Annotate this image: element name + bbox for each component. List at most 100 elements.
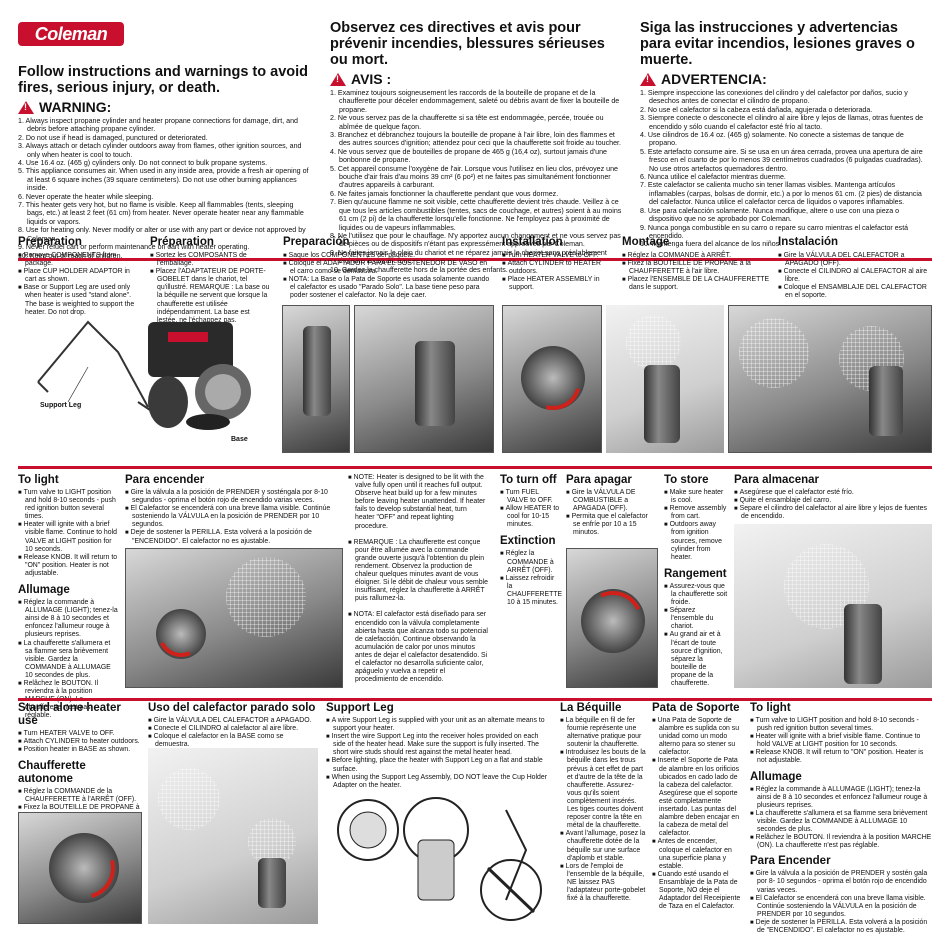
instruction-step: Remove COMPONENTS from package. (18, 252, 143, 268)
instruction-step: When using the Support Leg Assembly, DO … (326, 774, 552, 790)
instruction-step: NOTA: La Base o la Pata de Soporte es us… (283, 276, 493, 300)
leg-es: Pata de Soporte Una Pata de Soporte de a… (652, 702, 742, 911)
instruction-step: Attach CYLINDER to heater outdoors. (18, 738, 142, 746)
warning-item: 4. Ne vous servez que de bouteilles de p… (330, 147, 608, 165)
instruction-step: Deje de sostener la PERILLA. Esta volver… (125, 529, 340, 545)
warning-item: 8. Ne l'utilisez que pour le chauffage. … (330, 231, 621, 249)
instruction-step: Attach CYLINDER to HEATER outdoors. (502, 260, 614, 276)
instruction-step: La béquille en fil de fer fournie représ… (560, 717, 646, 749)
light-es: Para encender Gire la válvula a la posic… (125, 474, 340, 546)
warning-item: 7. This heater gets very hot, but no fla… (18, 201, 304, 226)
warning-item: 6. Nunca utilice el calefactor mientras … (640, 173, 786, 182)
warning-item: 3. Always attach or detach cylinder outd… (18, 142, 302, 159)
instruction-step: Una Pata de Soporte de alambre es suplid… (652, 717, 742, 757)
support-leg-drawing (337, 797, 542, 921)
warning-item: 7. Este calefactor se calienta mucho sin… (640, 181, 922, 207)
note-en: NOTE: Heater is designed to be lit with … (348, 474, 488, 531)
instruction-step: Réglez la COMMANDE à ARRÊT (OFF). (500, 550, 560, 574)
instruction-step: Asegúrese que el calefactor esté frío. (734, 489, 934, 497)
warning-item: 8. Use for heating only. Never modify or… (18, 226, 306, 243)
base-label: Base (231, 436, 248, 443)
warning-item: 1. Always inspect propane cylinder and h… (18, 117, 298, 134)
instruction-step: La chaufferette s'allumera et sa flamme … (750, 810, 934, 834)
note-es: NOTA: El calefactor está diseñado para s… (348, 611, 488, 684)
notes: NOTE: Heater is designed to be lit with … (348, 474, 488, 684)
instruction-step: Laissez refroidir la CHAUFFERETTE 10 à 1… (500, 575, 563, 607)
instruction-step: Place CUP HOLDER ADAPTOR in cart as show… (18, 268, 143, 284)
english-warning-title: Follow instructions and warnings to avoi… (18, 64, 309, 96)
warning-item: 5. Este artefacto consume aire. Si se us… (640, 147, 923, 173)
warning-item: 9. Nunca ponga combustible en su carro o… (640, 223, 909, 240)
instruction-step: Introduisez les bouts de la béquille dan… (560, 749, 646, 830)
instruction-step: Lors de l'emploi de l'ensemble de la béq… (560, 863, 646, 903)
coleman-logo: Coleman (18, 22, 124, 46)
section-divider (18, 698, 932, 701)
instruction-step: Antes de encender, coloque el calefactor… (652, 838, 742, 870)
instruction-step: Allow HEATER to cool for 10-15 minutes. (500, 505, 560, 529)
instruction-step: Turn HEATER VALVE to OFF. (502, 252, 614, 260)
stand-es: Uso del calefactor parado solo Gire la V… (148, 702, 318, 749)
instruction-step: Gire la VÁLVULA DE COMBUSTIBLE a APAGADA… (566, 489, 654, 513)
section-divider (18, 466, 932, 469)
install-en: Installation Turn HEATER VALVE to OFF.At… (502, 236, 614, 292)
instruction-step: Réglez la COMMANDE à ARRÊT. (622, 252, 772, 260)
stand-base-photo (148, 748, 318, 924)
instruction-step: Heater will ignite with a brief visible … (18, 521, 118, 553)
off-es: Para apagar Gire la VÁLVULA DE COMBUSTIB… (566, 474, 654, 538)
english-warning-header: WARNING: (18, 99, 310, 115)
warning-item: 2. No use el calefactor si la cabeza est… (640, 105, 873, 114)
light-photo (125, 548, 343, 688)
store-es: Para almacenar Asegúrese que el calefact… (734, 474, 934, 521)
warning-item: 2. Do not use if head is damaged, punctu… (18, 133, 208, 142)
french-warning-title: Observez ces directives et avis pour pré… (330, 20, 605, 68)
instruction-step: Réglez la commande à ALLUMAGE (LIGHT); t… (750, 786, 934, 810)
instruction-step: Assurez-vous que la chaufferette soit fr… (664, 583, 728, 607)
leg-fr: La Béquille La béquille en fil de fer fo… (560, 702, 646, 903)
off-en: To turn off Turn FUEL VALVE to OFF.Allow… (500, 474, 563, 607)
warning-triangle-icon (330, 72, 346, 86)
store-en: To store Make sure heater is cool.Remove… (664, 474, 728, 688)
store-photo (734, 524, 932, 688)
instruction-step: Coloque el ENSAMBLAJE DEL CALEFACTOR en … (778, 284, 932, 300)
instruction-step: Réglez la commande à ALLUMAGE (LIGHT); t… (18, 599, 118, 639)
instruction-step: Position heater in BASE as shown. (18, 746, 142, 754)
warning-item: 3. Branchez et débranchez toujours la bo… (330, 131, 621, 148)
support-leg-diagrams (326, 790, 552, 928)
warning-item: 6. Never operate the heater while sleepi… (18, 192, 154, 201)
instruction-step: Turn valve to LIGHT position and hold 8-… (750, 717, 934, 733)
instruction-step: Turn HEATER VALVE to OFF. (18, 730, 142, 738)
cup-holder-photo-1 (282, 305, 350, 453)
install-cart-photo (728, 305, 932, 453)
instruction-step: El Calefactor se encenderá con una breve… (125, 505, 340, 529)
instruction-step: Permita que el calefactor se enfríe por … (566, 513, 654, 537)
instruction-step: Gire la VÁLVULA DEL CALEFACTOR a APAGADO… (148, 717, 318, 725)
prep-fr: Préparation Sortez les COMPOSANTS de l'e… (150, 236, 270, 325)
instruction-step: Conecte el CILINDRO al calefactor al air… (148, 725, 318, 733)
warning-item: 10. Mantenga fuera del alcance de los ni… (640, 240, 782, 249)
install-es: Instalación Gire la VÁLVULA DEL CALEFACT… (778, 236, 932, 301)
install-cylinder-photo (606, 305, 724, 453)
instruction-step: Gire la válvula a la posición de PRENDER… (750, 870, 934, 894)
instruction-step: Cuando esté usando el Ensamblaje de la P… (652, 871, 742, 911)
warning-item: 2. Ne vous servez pas de la chaufferette… (330, 114, 604, 131)
leg-en: Support Leg A wire Support Leg is suppli… (326, 702, 552, 790)
spanish-warning-title: Siga las instrucciones y advertencias pa… (640, 20, 915, 68)
warning-triangle-icon (640, 72, 656, 86)
spanish-warning-header: ADVERTENCIA: (640, 71, 932, 87)
support-leg-drawing (37, 320, 251, 430)
warning-item: 4. Use 16.4 oz. (465 g) cylinders only. … (18, 159, 268, 168)
warning-item: 4. Use cilindros de 16.4 oz. (465 g) sol… (640, 131, 904, 148)
prep-en: Preparation Remove COMPONENTS from packa… (18, 236, 143, 317)
spanish-warning-block: Siga las instrucciones y advertencias pa… (640, 20, 932, 249)
light2: To light Turn valve to LIGHT position an… (750, 702, 934, 935)
warning-item: 6. Ne faites jamais fonctionner la chauf… (330, 189, 559, 198)
install-valve-photo (502, 305, 602, 453)
cup-holder-photo-2 (354, 305, 494, 453)
stand-valve-photo (18, 812, 142, 924)
instruction-step: Inserte el Soporte de Pata de alambre en… (652, 757, 742, 838)
instruction-step: Placez l'ADAPTATEUR DE PORTE-GOBELET dan… (150, 268, 270, 325)
instruction-step: Au grand air et à l'écart de toute sourc… (664, 631, 728, 688)
instruction-step: Gire la válvula a la posición de PRENDER… (125, 489, 340, 505)
instruction-step: Release KNOB. It will return to "ON" pos… (18, 554, 118, 578)
instruction-step: Saque los COMPONENTES del paquete. (283, 252, 493, 260)
